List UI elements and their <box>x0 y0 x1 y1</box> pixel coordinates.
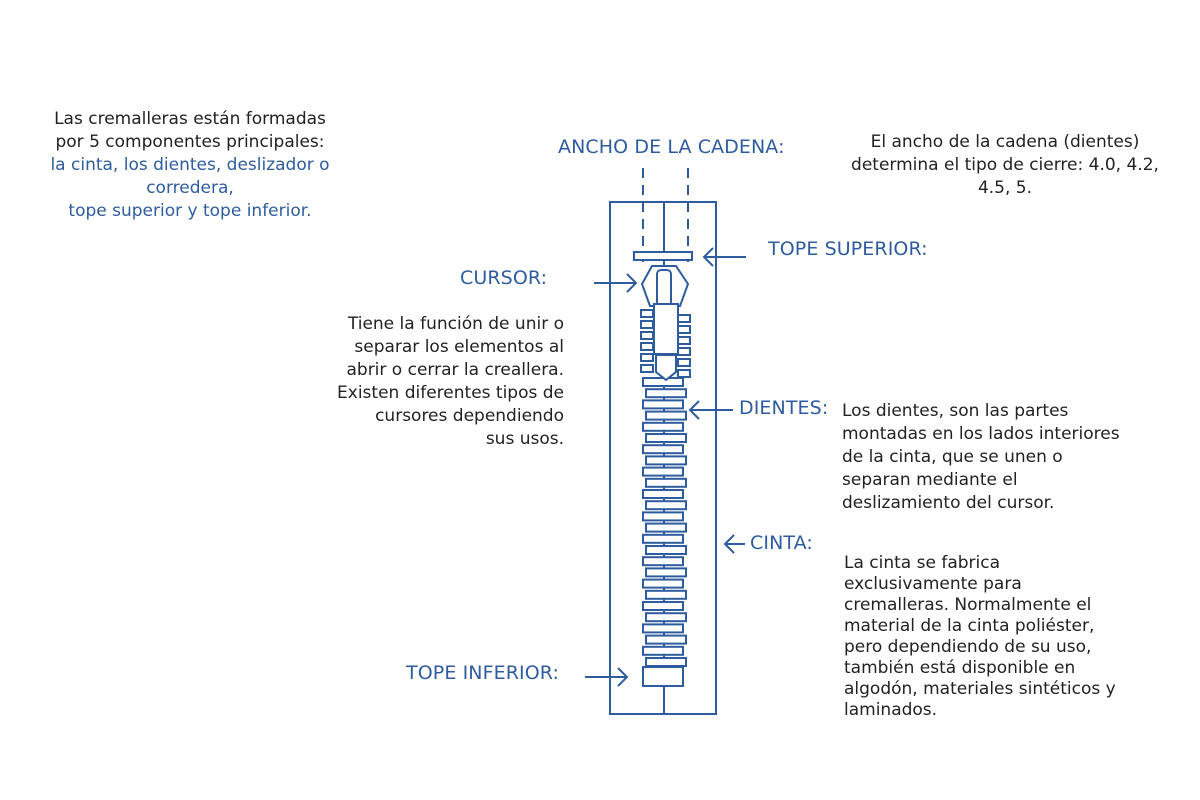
intro-line-4: corredera, <box>146 178 234 198</box>
zipper-tooth <box>677 325 691 334</box>
intro-line-1: Las cremalleras están formadas <box>54 109 326 129</box>
label-ancho-cadena: ANCHO DE LA CADENA: <box>558 136 785 158</box>
arrow-dientes <box>688 400 733 420</box>
arrow-cursor <box>594 273 638 293</box>
ancho-desc-line-1: El ancho de la cadena (dientes) <box>870 132 1140 152</box>
cursor-desc-line-6: sus usos. <box>485 429 564 449</box>
cursor-desc-line-4: Existen diferentes tipos de <box>337 383 564 403</box>
zipper-tooth <box>640 320 654 329</box>
zipper-tooth <box>642 533 684 544</box>
dientes-desc-line-3: de la cinta, que se unen o <box>842 447 1063 467</box>
arrow-tope-superior <box>702 247 746 267</box>
cursor-desc: Tiene la función de unir o separar los e… <box>290 313 564 451</box>
cinta-desc: La cinta se fabrica exclusivamente para … <box>844 553 1174 721</box>
zipper-tooth <box>645 433 687 443</box>
dientes-desc-line-1: Los dientes, son las partes <box>842 401 1069 421</box>
ancho-desc-line-2: determina el tipo de cierre: 4.0, 4.2, <box>851 155 1159 175</box>
label-tope-inferior: TOPE INFERIOR: <box>406 662 559 684</box>
zipper-tooth <box>677 314 691 323</box>
intro-line-3: la cinta, los dientes, deslizador o <box>50 155 330 175</box>
zipper-tooth <box>642 511 684 522</box>
cursor-desc-line-5: cursores dependiendo <box>375 406 564 426</box>
label-cursor: CURSOR: <box>460 267 548 289</box>
ancho-desc-line-3: 4.5, 5. <box>977 178 1033 198</box>
cinta-desc-line-1: La cinta se fabrica <box>844 553 1001 573</box>
zipper-tooth <box>677 369 691 378</box>
cursor-desc-line-2: separar los elementos al <box>354 337 564 357</box>
cursor-pull <box>653 303 679 355</box>
zipper-tooth <box>645 388 687 399</box>
zipper-tooth <box>645 500 687 511</box>
label-cinta: CINTA: <box>750 532 813 554</box>
intro-line-5: tope superior y tope inferior. <box>68 201 312 221</box>
zipper-tooth <box>640 353 654 362</box>
zipper-tooth <box>642 601 684 611</box>
label-dientes: DIENTES: <box>739 397 829 419</box>
zipper-tooth <box>677 347 691 356</box>
cinta-desc-line-8: laminados. <box>844 700 938 720</box>
dientes-desc-line-4: separan mediante el <box>842 470 1018 490</box>
zipper-tooth <box>642 421 684 432</box>
zipper-tooth <box>640 331 654 340</box>
zipper-tooth <box>677 336 691 345</box>
zipper-tooth <box>640 309 654 318</box>
zipper-tooth <box>640 342 654 351</box>
zipper-tooth <box>645 567 687 578</box>
dientes-desc: Los dientes, son las partes montadas en … <box>842 400 1172 515</box>
zipper-tooth <box>642 645 684 656</box>
label-tope-superior: TOPE SUPERIOR: <box>768 238 928 260</box>
zipper-tooth <box>642 444 684 455</box>
cinta-desc-line-7: algodón, materiales sintéticos y <box>844 679 1116 699</box>
zipper-tooth <box>640 364 654 373</box>
cinta-desc-line-4: material de la cinta poliéster, <box>844 616 1095 636</box>
zipper-tooth <box>645 522 687 533</box>
zipper-tooth <box>645 589 687 600</box>
cinta-desc-line-6: también está disponible en <box>844 658 1076 678</box>
cursor-pull-end <box>655 354 677 382</box>
zipper-tooth <box>642 466 684 477</box>
dientes-desc-line-2: montadas en los lados interiores <box>842 424 1120 444</box>
zipper-tooth <box>642 489 684 499</box>
zipper-tooth <box>642 377 684 387</box>
cursor-desc-line-1: Tiene la función de unir o <box>347 314 564 334</box>
cursor-desc-line-3: abrir o cerrar la creallera. <box>346 360 564 380</box>
cinta-desc-line-2: exclusivamente para <box>844 574 1022 594</box>
intro-line-2: por 5 componentes principales: <box>55 132 325 152</box>
dientes-desc-line-5: deslizamiento del cursor. <box>842 493 1055 513</box>
zipper-tooth <box>645 545 687 555</box>
cinta-desc-line-3: cremalleras. Normalmente el <box>844 595 1092 615</box>
zipper-tooth <box>645 410 687 421</box>
arrow-tope-inferior <box>585 667 629 687</box>
intro-text: Las cremalleras están formadas por 5 com… <box>20 108 360 223</box>
bottom-stop <box>642 666 684 687</box>
zipper-tooth <box>645 657 687 667</box>
zipper-tooth <box>642 556 684 567</box>
zipper-tooth <box>645 612 687 623</box>
zipper-tooth <box>642 399 684 410</box>
top-stop <box>633 251 693 261</box>
zipper-tooth <box>645 477 687 488</box>
zipper-tooth <box>642 578 684 589</box>
cinta-desc-line-5: pero dependiendo de su uso, <box>844 637 1092 657</box>
zipper-tooth <box>677 358 691 367</box>
zipper-tooth <box>645 455 687 466</box>
zipper-tooth <box>645 634 687 645</box>
zipper-tooth <box>642 623 684 634</box>
arrow-cinta <box>723 534 745 554</box>
ancho-desc: El ancho de la cadena (dientes) determin… <box>840 131 1170 200</box>
cursor-pull-tab <box>656 269 672 307</box>
